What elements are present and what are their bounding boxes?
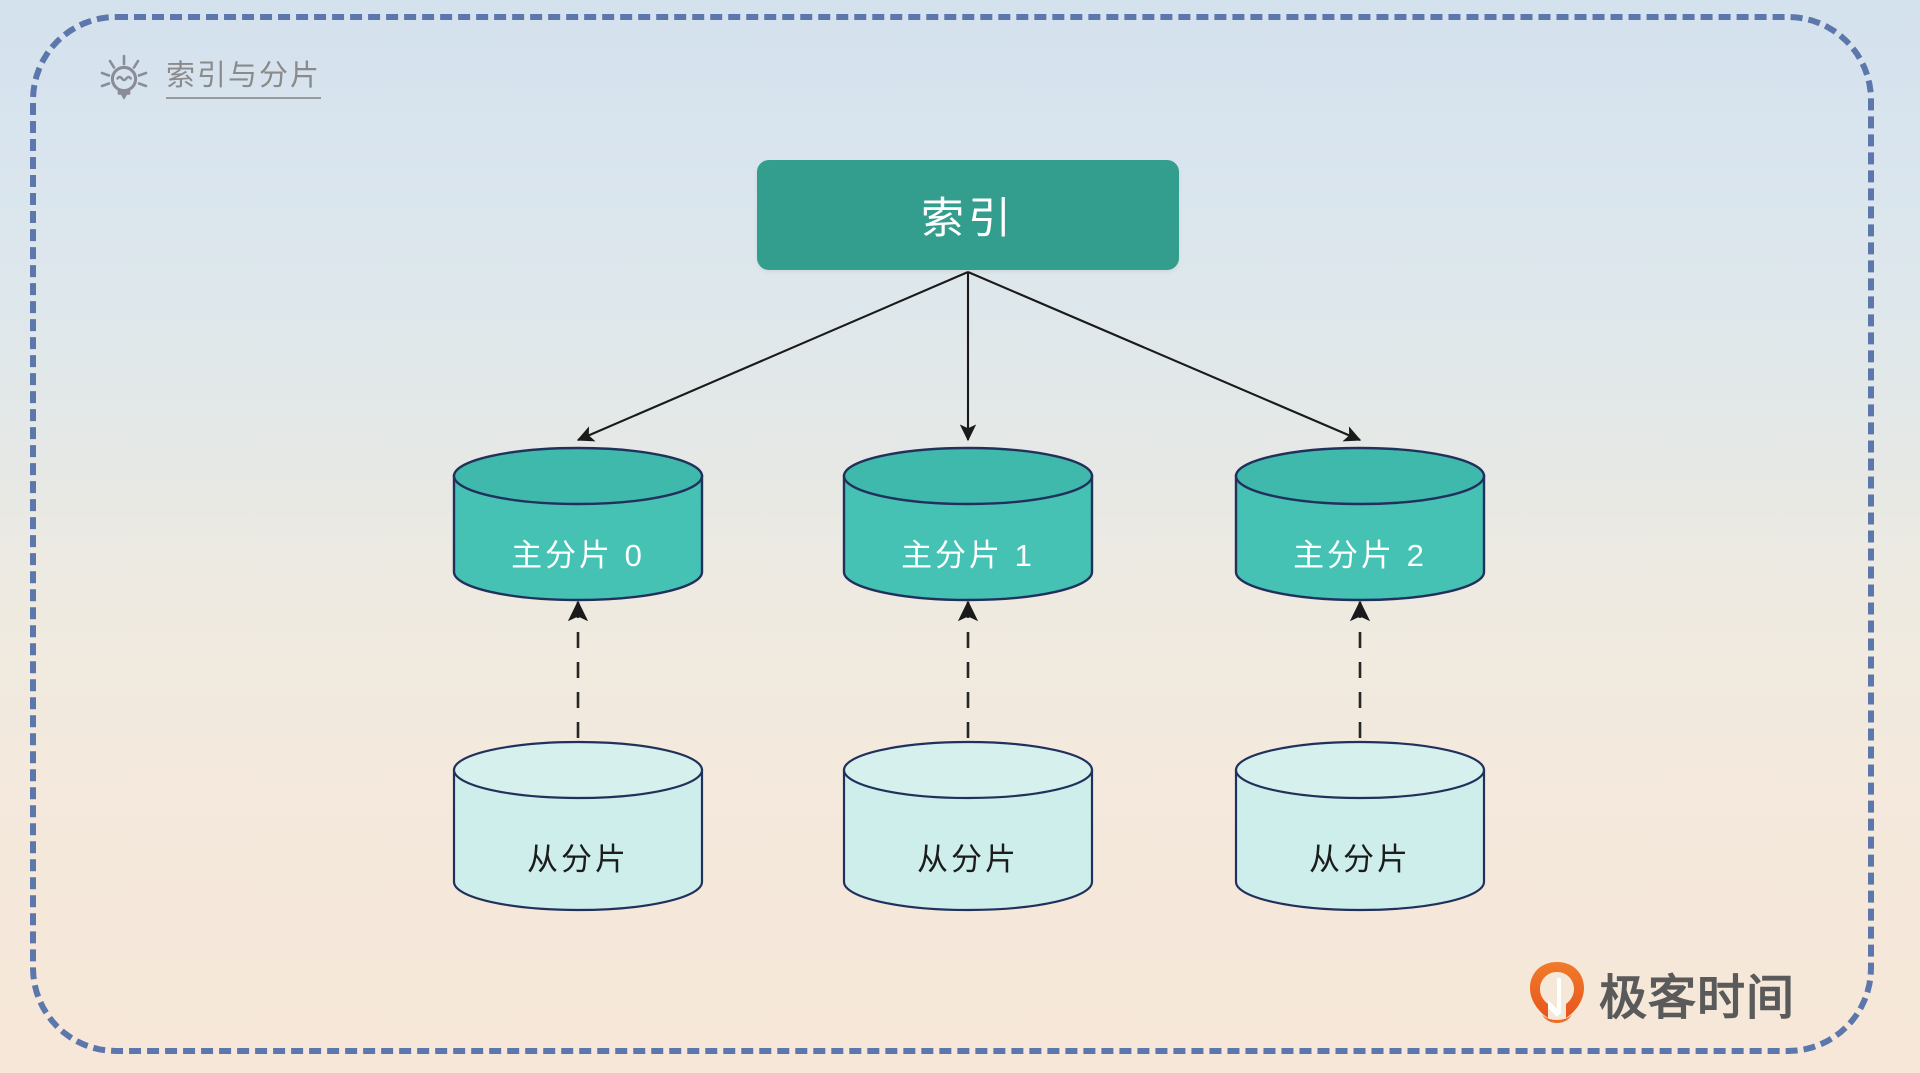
primary-shard-1[interactable]: 主分片 1	[842, 446, 1094, 602]
primary-shard-2[interactable]: 主分片 2	[1234, 446, 1486, 602]
brand-name: 极客时间	[1599, 972, 1796, 1025]
page-title: 索引与分片	[166, 60, 322, 100]
index-node[interactable]: 索引	[757, 160, 1179, 270]
brand-watermark: 极客时间	[1527, 958, 1795, 1028]
index-node-label: 索引	[921, 195, 1015, 243]
lightbulb-icon	[96, 52, 152, 108]
geektime-logo-icon	[1527, 960, 1587, 1026]
edge-index-to-primary-0	[576, 271, 969, 442]
primary-shard-0[interactable]: 主分片 0	[452, 446, 704, 602]
replica-shard-0[interactable]: 从分片	[452, 740, 704, 912]
diagram-header: 索引与分片	[96, 52, 322, 108]
replica-shard-1[interactable]: 从分片	[842, 740, 1094, 912]
edge-index-to-primary-2	[967, 271, 1362, 442]
replica-shard-2[interactable]: 从分片	[1234, 740, 1486, 912]
